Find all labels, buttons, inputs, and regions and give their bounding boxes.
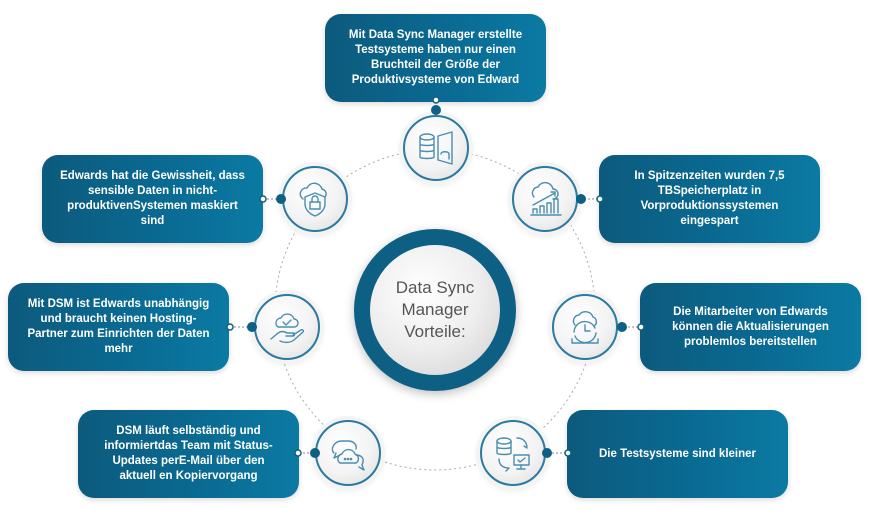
chat-cloud-icon xyxy=(315,420,381,486)
benefit-box-lower-right: Die Testsysteme sind kleiner xyxy=(567,410,788,498)
dot-lower-right-inner xyxy=(542,448,552,458)
dot-upper-left-inner xyxy=(276,194,286,204)
benefit-box-lower-left: DSM läuft selbständig und informiertdas … xyxy=(78,410,299,498)
center-title-line2: Vorteile: xyxy=(404,322,466,341)
cloud-refresh-clock-icon xyxy=(552,294,618,360)
dot-upper-right-inner xyxy=(576,194,586,204)
dot-lower-right-outer xyxy=(564,449,572,457)
dot-lower-left-outer xyxy=(294,449,302,457)
dot-lower-left-inner xyxy=(310,448,320,458)
dot-right-outer xyxy=(637,323,645,331)
dot-left-inner xyxy=(247,322,257,332)
benefit-box-upper-left: Edwards hat die Gewissheit, dass sensibl… xyxy=(42,155,263,243)
dot-upper-right-outer xyxy=(596,195,604,203)
dot-right-inner xyxy=(617,322,627,332)
benefit-box-right: Die Mitarbeiter von Edwards können die A… xyxy=(640,283,861,371)
benefit-box-top: Mit Data Sync Manager erstellte Testsyst… xyxy=(325,14,546,102)
benefit-box-upper-right: In Spitzenzeiten wurden 7,5 TBSpeicherpl… xyxy=(599,155,820,243)
dot-top-inner xyxy=(431,105,441,115)
center-title: Data Sync Manager Vorteile: xyxy=(370,245,500,375)
dot-left-outer xyxy=(226,323,234,331)
dot-upper-left-outer xyxy=(259,195,267,203)
center-title-line1: Data Sync Manager xyxy=(395,278,475,319)
hand-cloud-check-icon xyxy=(254,294,320,360)
database-mirror-icon xyxy=(403,115,469,181)
benefit-box-left: Mit DSM ist Edwards unabhängig und brauc… xyxy=(8,283,229,371)
dot-top-outer xyxy=(432,96,440,104)
